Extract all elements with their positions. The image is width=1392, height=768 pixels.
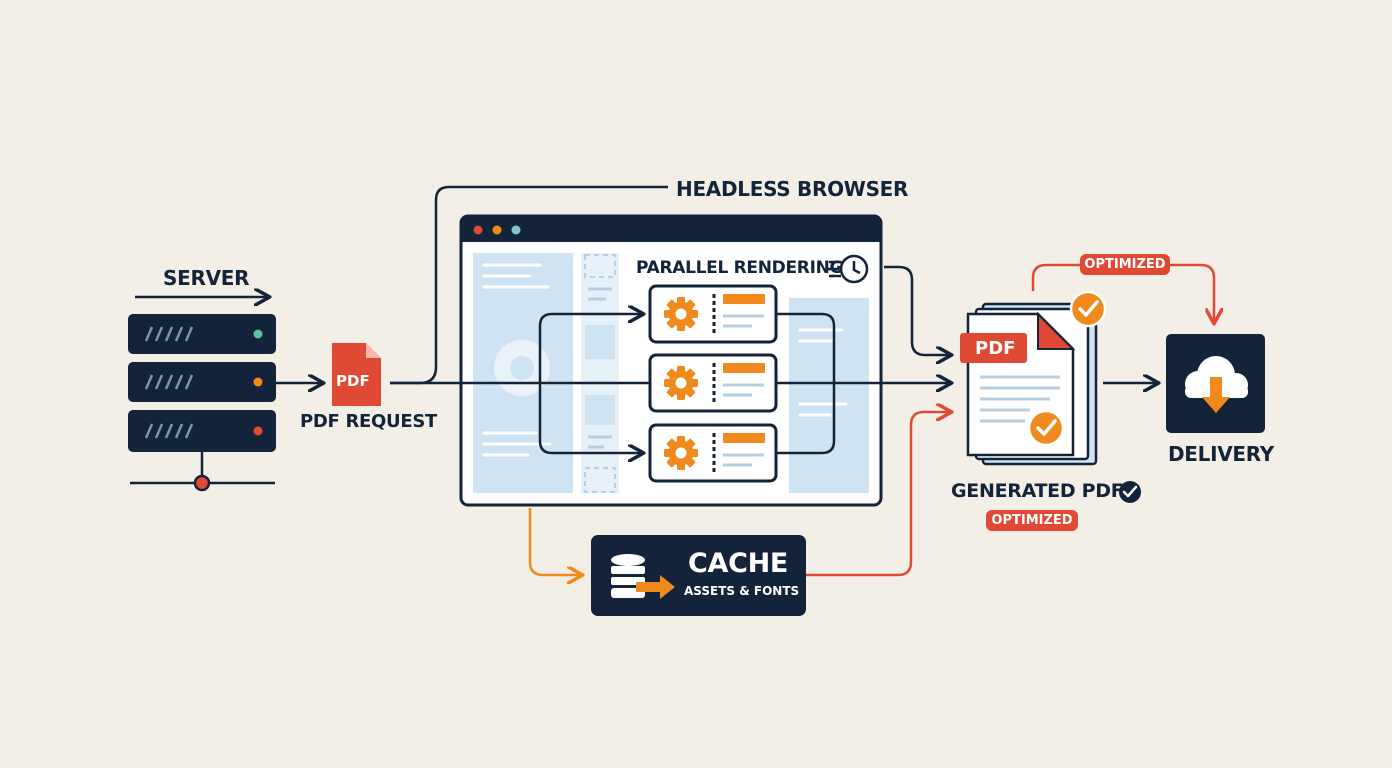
generated-pdf-badge: PDF xyxy=(975,338,1016,359)
arrow-browser-to-pdf xyxy=(884,265,950,355)
server-icon xyxy=(128,297,276,492)
generated-pdf-stack xyxy=(960,290,1107,466)
placeholder-boxes xyxy=(584,254,616,493)
status-light-green xyxy=(253,329,263,339)
status-light-orange xyxy=(253,377,263,387)
generated-status-badge: OPTIMIZED xyxy=(986,510,1078,531)
network-node xyxy=(193,474,211,492)
top-optimized-badge: OPTIMIZED xyxy=(1080,254,1170,275)
arrow-right-icon xyxy=(636,575,675,599)
status-light-red xyxy=(253,426,263,436)
server-label: SERVER xyxy=(163,266,250,290)
gear-icon xyxy=(664,297,698,331)
generated-pdf-label: GENERATED PDF xyxy=(951,480,1124,502)
gear-icon xyxy=(664,436,698,470)
checkmark-icon xyxy=(1027,409,1065,447)
fanout-arrow-bottom xyxy=(538,383,642,453)
pdf-badge xyxy=(960,333,1027,363)
window-dot-orange xyxy=(492,225,502,235)
cache-box xyxy=(591,535,806,616)
server-rack-unit xyxy=(128,410,276,452)
fanin-line-bottom xyxy=(776,383,836,455)
fanin-line-top xyxy=(776,312,836,383)
placeholder-text-lines xyxy=(980,375,1060,423)
checkmark-icon xyxy=(1069,290,1107,328)
gear-watermark-icon xyxy=(494,340,550,396)
checkmark-icon xyxy=(1119,481,1141,503)
window-dot-teal xyxy=(511,225,521,235)
cloud-download-icon xyxy=(1166,334,1265,433)
page-panel-right xyxy=(789,298,869,493)
arrow-browser-to-cache xyxy=(528,508,581,575)
render-card xyxy=(648,284,778,344)
request-label: PDF REQUEST xyxy=(300,411,438,432)
request-pdf-badge: PDF xyxy=(336,372,370,390)
headless-browser-label: HEADLESS BROWSER xyxy=(676,177,909,201)
parallel-rendering-label: PARALLEL RENDERING xyxy=(636,258,844,278)
window-dot-red xyxy=(473,225,483,235)
gear-icon xyxy=(664,366,698,400)
cache-subtitle: ASSETS & FONTS xyxy=(684,584,800,598)
database-icon xyxy=(611,554,645,598)
render-card xyxy=(648,353,778,413)
arrow-cache-to-pdf xyxy=(806,412,950,577)
server-rack-unit xyxy=(128,314,276,354)
render-card xyxy=(648,423,778,483)
cache-title: CACHE xyxy=(688,548,789,579)
fanout-arrow-top xyxy=(538,314,642,383)
clock-icon xyxy=(826,254,869,284)
pdf-file-icon xyxy=(332,343,381,406)
server-rack-unit xyxy=(128,362,276,402)
delivery-label: DELIVERY xyxy=(1168,442,1274,466)
